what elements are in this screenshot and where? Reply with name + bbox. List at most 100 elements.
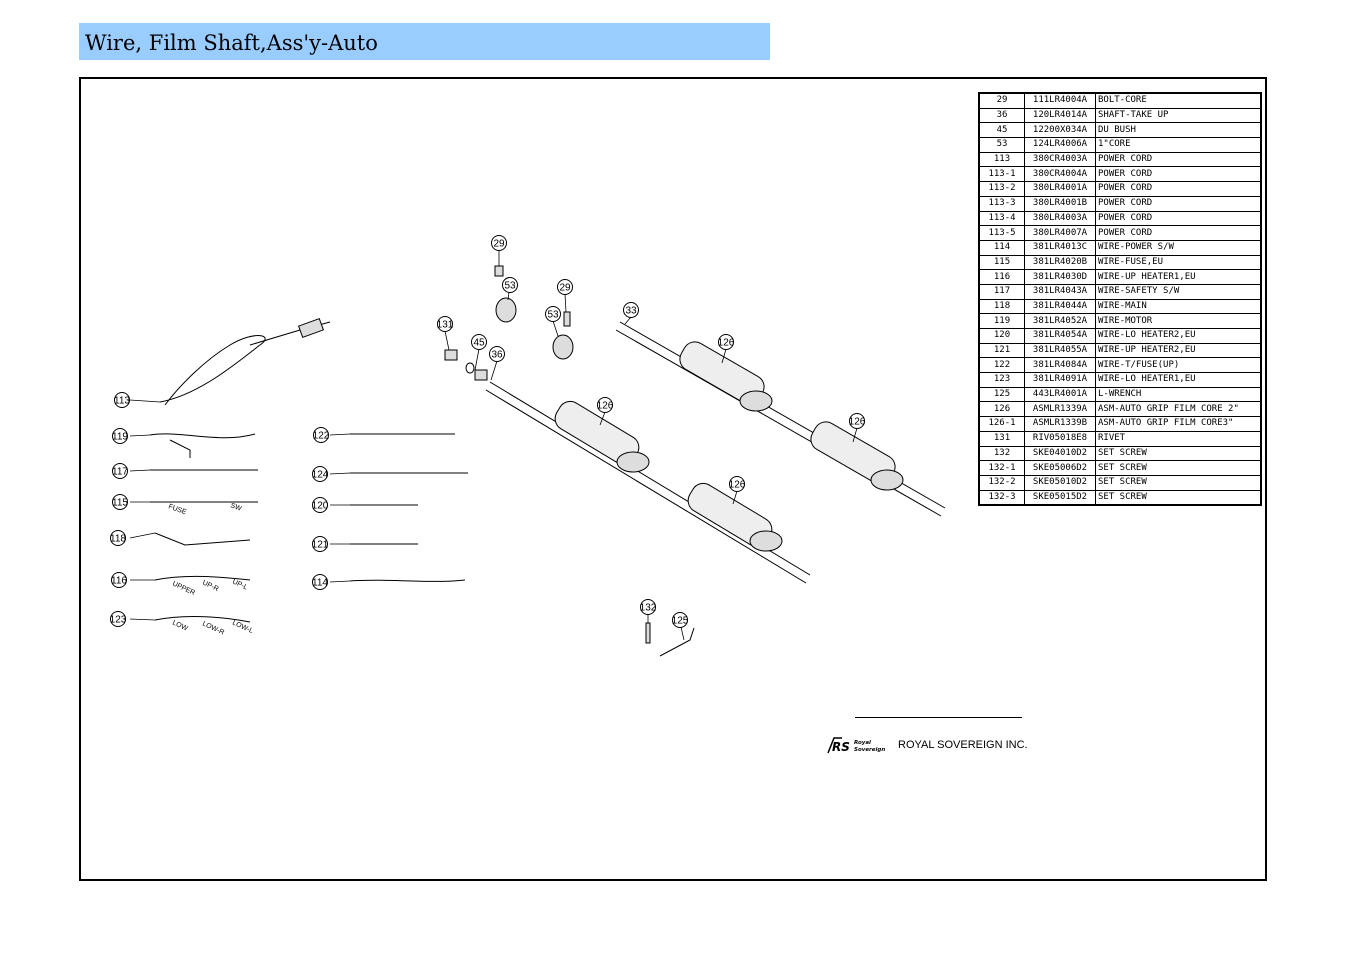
part-number-cell: 121 [978,342,1025,359]
callout-circle [557,279,573,295]
part-description-cell: SET SCREW [1095,489,1262,506]
part-code-cell: 111LR4004A [1024,92,1096,109]
callout-number: 45 [473,338,485,349]
callout-115: 115 [112,494,128,510]
callout-number: 115 [112,498,128,509]
callout-circle [640,599,656,615]
svg-text:RS: RS [832,740,850,754]
callout-number: 53 [547,310,559,321]
part-code-cell: SKE04010D2 [1024,445,1096,462]
callout-circle [491,235,507,251]
callout-circle [718,334,734,350]
callout-number: 126 [718,338,735,349]
drawing-frame [79,77,1267,881]
callout-circle [437,316,453,332]
svg-text:Royal: Royal [854,740,871,746]
part-description-cell: WIRE-MOTOR [1095,313,1262,329]
callout-number: 33 [625,306,637,317]
callout-121: 121 [312,536,329,552]
wire-label-fuse: FUSE [167,503,187,516]
callout-number: 119 [112,432,128,443]
wire-harness-left [149,433,258,623]
part-description-cell: SET SCREW [1095,460,1262,476]
callout-circle [110,611,126,627]
part-description-cell: ASM-AUTO GRIP FILM CORE3" [1095,416,1262,432]
callout-124: 124 [312,466,329,482]
wire-harness-right [349,433,468,582]
set-screw-and-wrench [645,622,695,657]
callout-circle [110,530,126,546]
title-bar: Wire, Film Shaft,Ass'y-Auto [79,23,770,60]
callout-number: 126 [729,480,746,491]
wire-label-sw: SW [229,502,242,513]
part-number-cell: 132 [978,445,1025,462]
callout-29b: 29 [557,279,573,295]
callout-circle [597,397,613,413]
part-code-cell: 381LR4055A [1024,342,1096,359]
callout-number: 120 [312,501,329,512]
callout-circle [623,302,639,318]
callout-116: 116 [111,572,127,588]
wire-label-low: LOW [171,619,189,632]
part-number-cell: 118 [978,298,1025,315]
callout-number: 123 [110,615,127,626]
wire-label-up-r: UP-R [201,579,219,593]
part-description-cell: L-WRENCH [1095,386,1262,403]
part-code-cell: 381LR4084A [1024,357,1096,374]
callout-132: 132 [640,599,657,615]
wire-label-low-l: LOW-L [231,619,254,635]
part-description-cell: WIRE-UP HEATER1,EU [1095,269,1262,285]
callout-number: 53 [504,281,516,292]
part-description-cell: SHAFT-TAKE UP [1095,107,1262,124]
callout-circle [312,497,328,513]
callout-circle [312,466,328,482]
part-description-cell: SET SCREW [1095,445,1262,462]
part-code-cell: ASMLR1339B [1024,416,1096,432]
callout-circle [111,572,127,588]
callout-circle [489,346,505,362]
part-description-cell: WIRE-SAFETY S/W [1095,283,1262,300]
take-up-shaft-lower [485,381,811,584]
part-number-cell: 132-3 [978,489,1025,506]
svg-text:Sovereign: Sovereign [854,747,885,753]
part-description-cell: BOLT-CORE [1095,92,1262,109]
callout-126a: 126 [718,334,735,350]
callout-131: 131 [437,316,454,332]
callout-number: 126 [597,401,614,412]
callout-number: 132 [640,603,657,614]
part-code-cell: 443LR4001A [1024,386,1096,403]
callout-29a: 29 [491,235,507,251]
part-code-cell: 120LR4014A [1024,107,1096,124]
wire-label-up-l: UP-L [231,578,249,591]
callout-number: 126 [849,417,866,428]
part-code-cell: SKE05006D2 [1024,460,1096,476]
part-code-cell: 381LR4020B [1024,254,1096,271]
part-code-cell: 381LR4043A [1024,283,1096,300]
take-up-shaft-upper [615,321,946,517]
page-title: Wire, Film Shaft,Ass'y-Auto [85,31,378,55]
callout-53a: 53 [502,277,518,293]
callout-number: 29 [493,239,505,250]
wire-label-low-r: LOW-R [201,620,225,636]
part-code-cell: 381LR4054A [1024,328,1096,344]
callout-circle [313,427,329,443]
callout-circle [112,428,128,444]
part-description-cell: WIRE-UP HEATER2,EU [1095,342,1262,359]
callout-number: 117 [112,467,128,478]
callout-circle [849,413,865,429]
callout-circle [545,306,561,322]
callout-33: 33 [623,302,639,318]
part-code-cell: SKE05015D2 [1024,489,1096,506]
